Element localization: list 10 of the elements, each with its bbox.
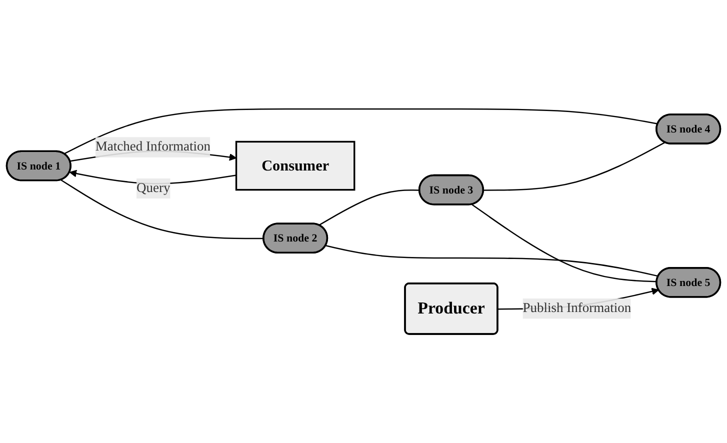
connector (484, 142, 666, 191)
edge-label: Query (136, 180, 170, 196)
edge-label: Matched Information (95, 140, 210, 154)
connector (326, 245, 659, 277)
connector (60, 179, 264, 240)
connector (472, 204, 657, 282)
edge-label: Publish Information (522, 301, 632, 316)
connector (318, 190, 420, 226)
node-box: Consumer (235, 140, 356, 191)
connector (64, 108, 658, 154)
